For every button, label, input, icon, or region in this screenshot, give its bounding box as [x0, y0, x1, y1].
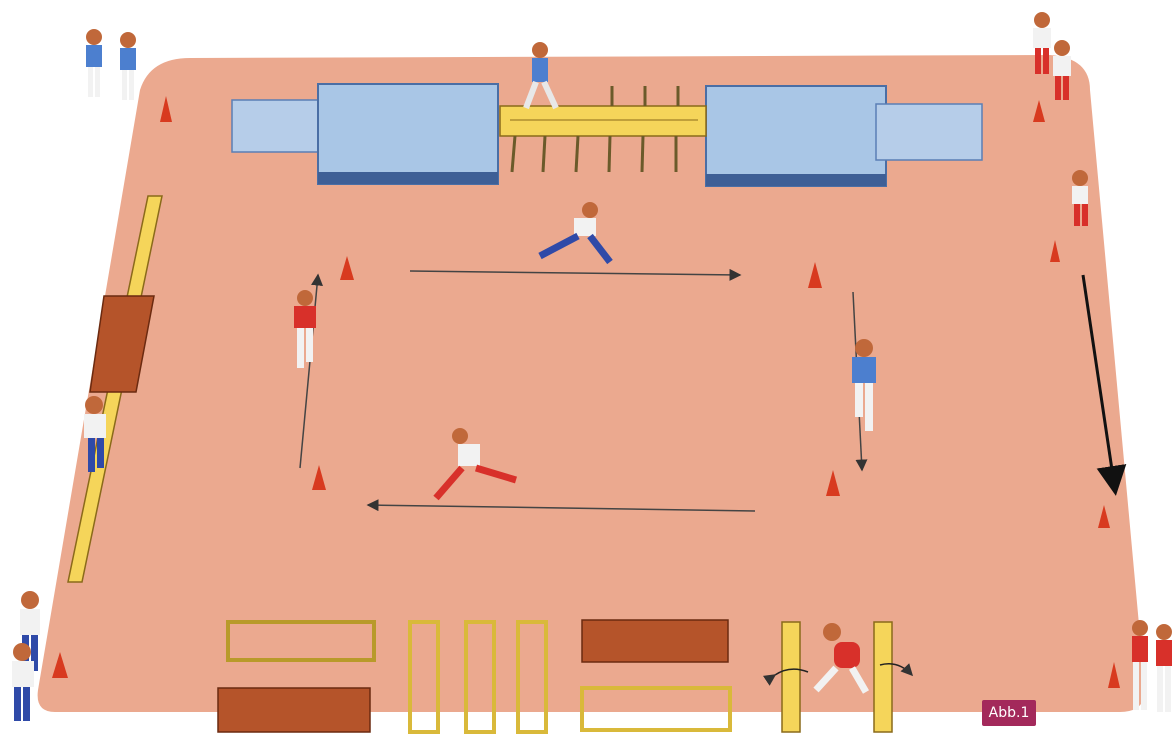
mat-icon — [876, 104, 982, 160]
box-icon — [582, 620, 728, 662]
child-icon — [1072, 170, 1088, 226]
child-icon — [12, 643, 34, 721]
child-icon — [120, 32, 136, 100]
bench-icon — [500, 106, 706, 136]
mat-icon — [706, 86, 886, 186]
hurdle-icon — [782, 622, 800, 732]
box-icon — [218, 688, 370, 732]
mat-icon — [318, 84, 498, 184]
child-icon — [86, 29, 102, 97]
figure-caption: Abb.1 — [982, 700, 1036, 726]
child-icon — [1156, 624, 1172, 712]
hurdle-icon — [874, 622, 892, 732]
